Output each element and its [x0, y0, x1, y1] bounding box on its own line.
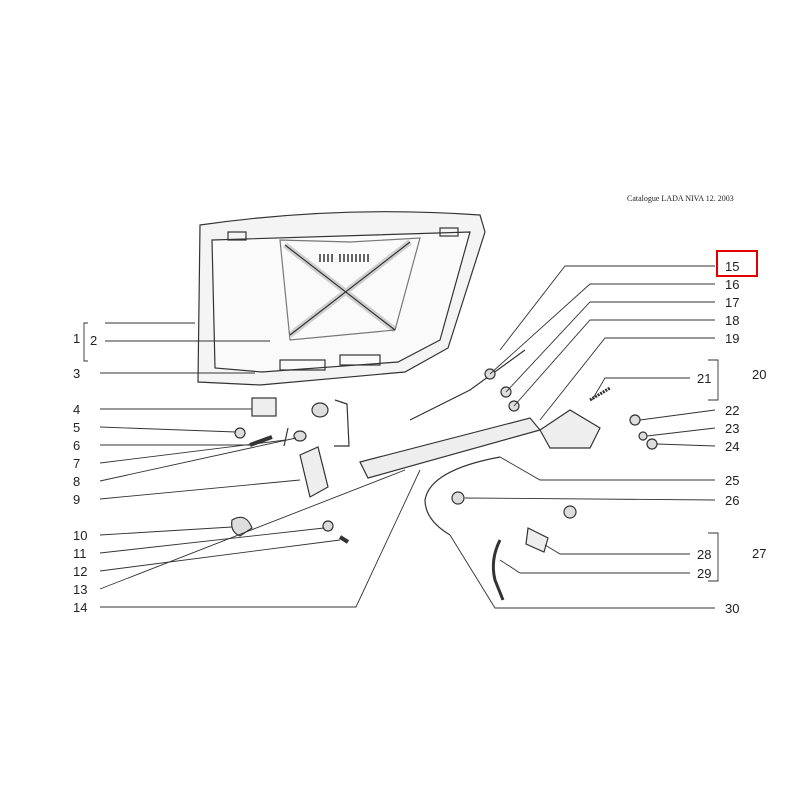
- leader-line-30: [449, 534, 715, 609]
- leader-line-23: [646, 427, 716, 437]
- callout-3: 3: [73, 366, 80, 381]
- part-nut-5: [234, 427, 246, 439]
- part-washer-11: [322, 520, 334, 532]
- callout-26: 26: [725, 493, 739, 508]
- part-rod-17: [409, 349, 526, 421]
- leader-line-18: [513, 319, 715, 407]
- leader-line-12: [99, 539, 341, 572]
- leader-line-5: [99, 426, 237, 433]
- part-pin-7: [283, 427, 289, 447]
- callout-20: 20: [752, 367, 766, 382]
- part-lock-20: [539, 409, 601, 449]
- callout-2: 2: [90, 333, 97, 348]
- callout-13: 13: [73, 582, 87, 597]
- callout-17: 17: [725, 295, 739, 310]
- callout-6: 6: [73, 438, 80, 453]
- callout-28: 28: [697, 547, 711, 562]
- leader-line-9: [99, 479, 301, 500]
- leader-line-21: [591, 377, 690, 401]
- callout-1: 1: [73, 331, 80, 346]
- callout-11: 11: [73, 546, 87, 561]
- callout-12: 12: [73, 564, 87, 579]
- leader-line-14: [100, 469, 421, 608]
- bracket-line: [708, 359, 719, 401]
- callout-10: 10: [73, 528, 87, 543]
- callout-7: 7: [73, 456, 80, 471]
- part-seal-13: [359, 417, 542, 479]
- callout-27: 27: [752, 546, 766, 561]
- catalogue-title: Catalogue LADA NIVA 12. 2003: [627, 194, 734, 203]
- leader-line-7: [99, 439, 287, 464]
- leader-line-28: [544, 544, 690, 555]
- leader-line-16: [489, 283, 715, 375]
- callout-19: 19: [725, 331, 739, 346]
- callout-18: 18: [725, 313, 739, 328]
- callout-24: 24: [725, 439, 739, 454]
- leader-line-17: [505, 301, 715, 393]
- part-lever-29: [491, 539, 505, 601]
- callout-4: 4: [73, 402, 80, 417]
- leader-line-25: [499, 456, 715, 481]
- callout-9: 9: [73, 492, 80, 507]
- leader-line-24: [656, 443, 716, 447]
- leader-line-19: [539, 337, 715, 421]
- bracket-line: [708, 532, 719, 582]
- callout-25: 25: [725, 473, 739, 488]
- leader-line-8: [99, 437, 297, 482]
- part-rod-bracket: [334, 399, 350, 447]
- callout-22: 22: [725, 403, 739, 418]
- callout-15: 15: [725, 259, 739, 274]
- part-bracket-28: [525, 527, 549, 553]
- leader-line-26: [464, 497, 716, 501]
- leader-line-11: [99, 527, 325, 554]
- highlight-box: [716, 250, 758, 277]
- part-bracket-9: [299, 446, 329, 498]
- leader-line-15: [499, 265, 715, 351]
- leader-line-29: [499, 559, 690, 574]
- part-bush-8: [311, 402, 329, 418]
- callout-30: 30: [725, 601, 739, 616]
- part-screw-12: [338, 535, 350, 544]
- callout-23: 23: [725, 421, 739, 436]
- callout-8: 8: [73, 474, 80, 489]
- hood-panel: [197, 211, 486, 386]
- part-grommet-26: [451, 491, 465, 505]
- part-hinge: [251, 397, 277, 417]
- leader-line-13: [99, 469, 406, 590]
- callout-29: 29: [697, 566, 711, 581]
- part-cable-25: [424, 456, 501, 536]
- leader-line-22: [639, 409, 716, 421]
- callout-5: 5: [73, 420, 80, 435]
- callout-21: 21: [697, 371, 711, 386]
- callout-16: 16: [725, 277, 739, 292]
- bracket-line: [83, 322, 88, 362]
- callout-14: 14: [73, 600, 87, 615]
- leader-line-10: [99, 526, 233, 536]
